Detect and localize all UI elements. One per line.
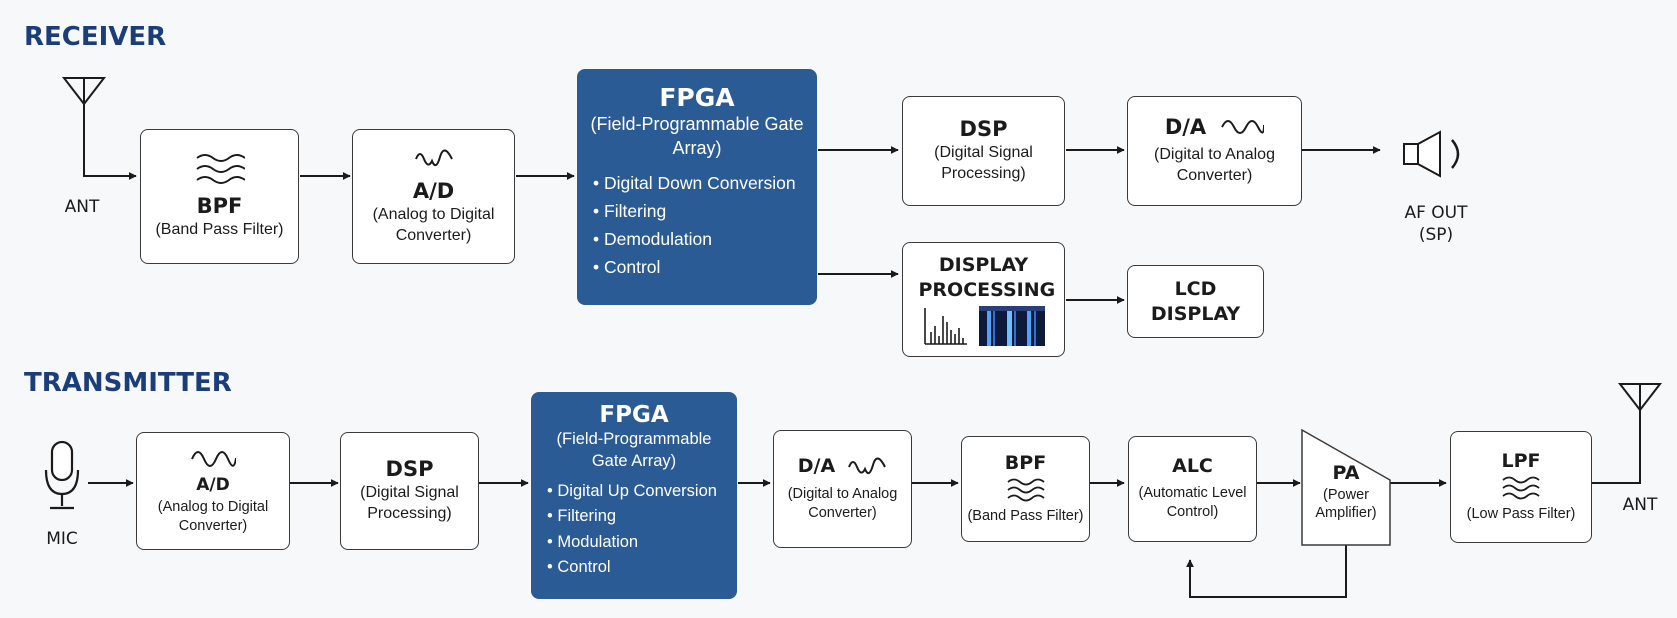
tx-fpga-item: Filtering [547, 504, 737, 530]
rx-dac-title: D/A [1164, 115, 1207, 140]
rx-fpga-subtitle: (Field-Programmable Gate Array) [590, 114, 804, 159]
tx-fpga-subtitle: (Field-Programmable Gate Array) [556, 430, 712, 471]
tx-fpga-block: FPGA (Field-Programmable Gate Array) Dig… [531, 392, 737, 599]
spectrum-icon [923, 308, 967, 346]
transmitter-ant-label: ANT [1622, 495, 1658, 515]
rx-dac-block: D/A (Digital to Analog Converter) [1127, 96, 1302, 206]
rx-bpf-subtitle: (Band Pass Filter) [155, 221, 284, 239]
tx-pa-subtitle: (Power Amplifier) [1315, 486, 1377, 521]
waveform-icon [848, 457, 887, 475]
wire-ant-bpf [83, 100, 137, 180]
tx-alc-title: ALC [1172, 455, 1213, 478]
tx-lpf-block: LPF (Low Pass Filter) [1450, 431, 1592, 543]
tx-dsp-block: DSP (Digital Signal Processing) [340, 432, 479, 550]
tx-bpf-block: BPF (Band Pass Filter) [961, 436, 1090, 542]
tx-dac-subtitle: (Digital to Analog Converter) [787, 486, 898, 521]
antenna-icon [61, 77, 107, 106]
microphone-icon [44, 440, 80, 510]
waveform-icon [191, 451, 236, 468]
rx-fpga-block: FPGA (Field-Programmable Gate Array) Dig… [577, 69, 817, 305]
receiver-ant-label: ANT [64, 197, 100, 217]
mic-label: MIC [46, 529, 78, 549]
waterfall-icon [978, 306, 1045, 347]
rx-display-processing-title: DISPLAY PROCESSING [918, 254, 1056, 301]
tx-fpga-function-list: Digital Up Conversion Filtering Modulati… [531, 479, 737, 581]
tx-dac-block: D/A (Digital to Analog Converter) [773, 430, 912, 548]
tx-fpga-item: Digital Up Conversion [547, 479, 737, 505]
tx-alc-block: ALC (Automatic Level Control) [1128, 436, 1257, 542]
tx-adc-block: A/D (Analog to Digital Converter) [136, 432, 290, 550]
rx-fpga-function-list: Digital Down Conversion Filtering Demodu… [577, 169, 817, 281]
transmitter-title: TRANSMITTER [24, 368, 232, 398]
waveform-icon [1221, 120, 1265, 135]
rx-bpf-block: BPF (Band Pass Filter) [140, 129, 299, 264]
rx-bpf-title: BPF [196, 194, 243, 219]
rx-display-processing-block: DISPLAY PROCESSING [902, 242, 1065, 357]
receiver-title: RECEIVER [24, 22, 167, 52]
tx-dsp-subtitle: (Digital Signal Processing) [360, 484, 459, 523]
tx-dac-title: D/A [797, 455, 836, 478]
rx-dsp-subtitle: (Digital Signal Processing) [934, 144, 1033, 183]
tx-fpga-item: Modulation [547, 530, 737, 556]
speaker-icon [1403, 130, 1460, 178]
rx-dsp-title: DSP [959, 117, 1008, 142]
tx-pa-title: PA [1332, 462, 1360, 484]
tx-pa-block: PA (Power Amplifier) [1306, 462, 1386, 522]
power-amplifier-shape [1301, 428, 1391, 546]
tx-fpga-item: Control [547, 555, 737, 581]
tx-bpf-subtitle: (Band Pass Filter) [967, 507, 1084, 524]
rx-adc-title: A/D [412, 178, 455, 203]
rx-adc-subtitle: (Analog to Digital Converter) [372, 205, 495, 244]
filter-waves-icon [195, 154, 245, 185]
tx-dsp-title: DSP [385, 457, 434, 482]
tx-alc-subtitle: (Automatic Level Control) [1138, 485, 1247, 520]
rx-adc-block: A/D (Analog to Digital Converter) [352, 129, 515, 264]
tx-lpf-subtitle: (Low Pass Filter) [1466, 505, 1576, 522]
rx-fpga-item: Control [593, 253, 817, 281]
tx-fpga-title: FPGA [599, 402, 669, 428]
rx-fpga-item: Filtering [593, 197, 817, 225]
tx-adc-subtitle: (Analog to Digital Converter) [157, 498, 269, 534]
filter-waves-icon [1006, 478, 1045, 501]
rx-dsp-block: DSP (Digital Signal Processing) [902, 96, 1065, 206]
rx-fpga-item: Demodulation [593, 225, 817, 253]
wire-lpf-ant [1592, 410, 1641, 484]
rx-lcd-display-block: LCD DISPLAY [1127, 265, 1264, 338]
filter-waves-icon [1502, 476, 1540, 499]
wire-pa-alc-feedback [1186, 545, 1347, 598]
rx-fpga-title: FPGA [659, 83, 735, 112]
rx-dac-subtitle: (Digital to Analog Converter) [1154, 146, 1275, 185]
antenna-icon [1617, 383, 1663, 412]
tx-adc-title: A/D [196, 475, 230, 496]
rx-fpga-item: Digital Down Conversion [593, 169, 817, 197]
tx-bpf-title: BPF [1004, 451, 1047, 474]
tx-lpf-title: LPF [1501, 449, 1541, 472]
af-out-label: AF OUT (SP) [1404, 203, 1468, 246]
rx-lcd-title: LCD DISPLAY [1150, 277, 1241, 325]
waveform-icon [414, 149, 453, 166]
